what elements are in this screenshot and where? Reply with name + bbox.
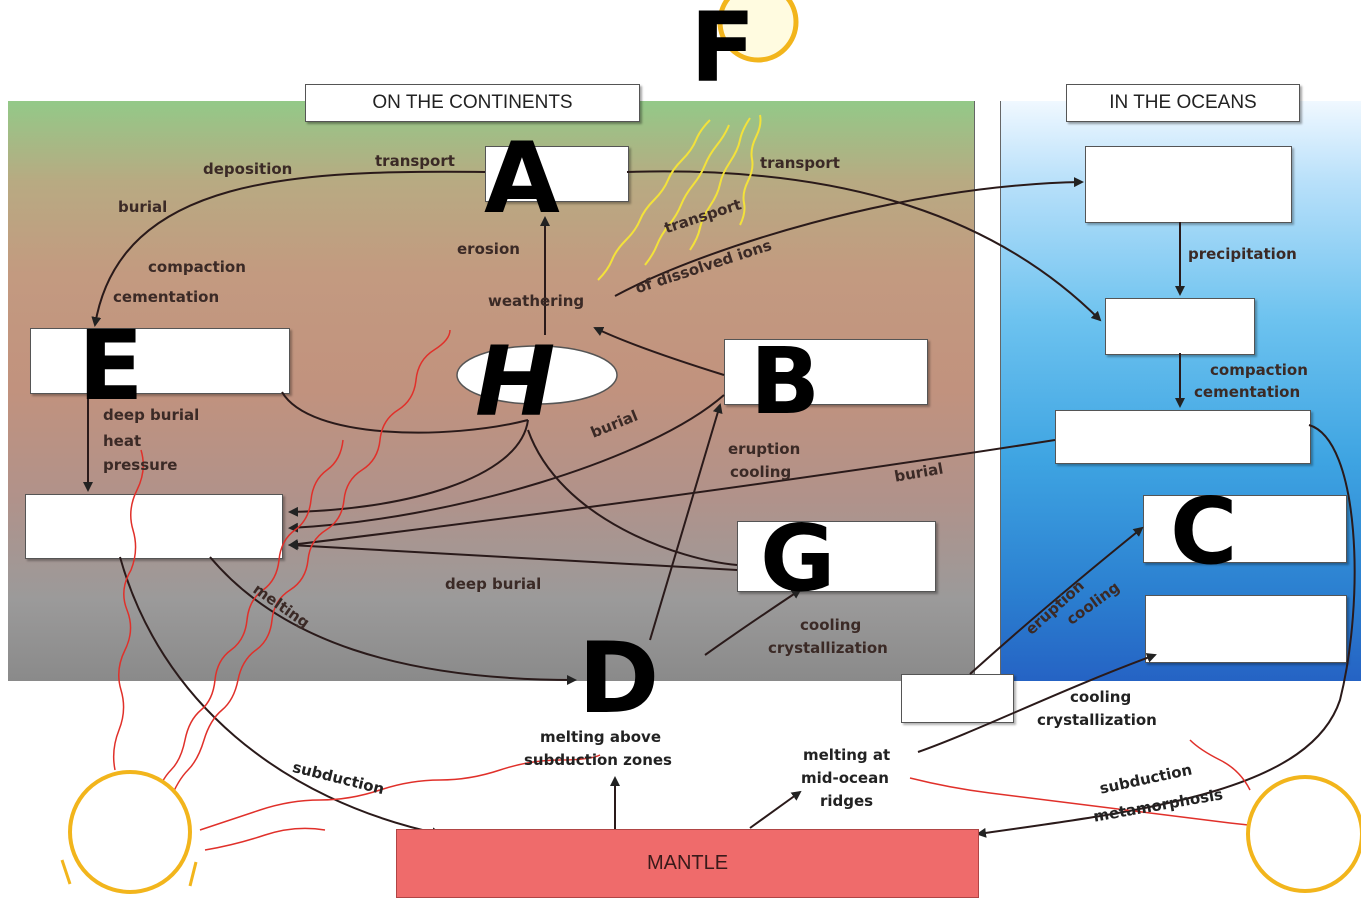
heat-line bbox=[1189, 739, 1251, 791]
arrow-transport-ocean bbox=[626, 170, 1102, 322]
label-ocean-cryst-1: cooling bbox=[1070, 688, 1132, 706]
arrow-g-deep-burial bbox=[288, 540, 738, 571]
label-cementation: cementation bbox=[113, 288, 220, 306]
label-melt-subduct-1: melting above bbox=[540, 728, 662, 746]
letter-g: G bbox=[760, 505, 836, 612]
label-burial-top: burial bbox=[118, 198, 168, 216]
arrow-ridge-basalt bbox=[969, 526, 1144, 675]
label-deposition: deposition bbox=[203, 160, 293, 178]
label-weathering: weathering bbox=[488, 292, 585, 310]
label-deep-burial: deep burial bbox=[103, 406, 200, 424]
heat-source-left-icon bbox=[68, 770, 192, 894]
label-pressure: pressure bbox=[103, 456, 178, 474]
letter-f: F bbox=[690, 0, 756, 104]
arrow-b-weathering bbox=[593, 326, 725, 376]
heat-line bbox=[204, 827, 326, 851]
arrow-cooling-crystallization bbox=[704, 588, 802, 656]
arrow-melting bbox=[209, 556, 577, 685]
letter-c: C bbox=[1170, 478, 1238, 585]
label-melt-ridge-3: ridges bbox=[820, 792, 874, 810]
label-melt-subduct-2: subduction zones bbox=[524, 751, 672, 769]
sun-ray-left bbox=[60, 859, 72, 885]
box-sedimentary-rock bbox=[30, 328, 290, 394]
sun-ray bbox=[689, 117, 751, 251]
arrow-h-metamorphic bbox=[288, 419, 529, 517]
box-metamorphic-rock bbox=[25, 494, 283, 559]
label-eruption: eruption bbox=[728, 440, 801, 458]
label-precipitation: precipitation bbox=[1188, 245, 1297, 263]
label-melt-ridge-1: melting at bbox=[803, 746, 891, 764]
box-ocean-rock bbox=[1055, 410, 1311, 464]
mantle-box: MANTLE bbox=[396, 829, 979, 898]
label-erosion: erosion bbox=[457, 240, 520, 258]
sun-icon bbox=[717, 0, 799, 63]
label-melt-ridge-2: mid-ocean bbox=[801, 769, 889, 787]
label-ocean-cryst-2: crystallization bbox=[1037, 711, 1157, 729]
letter-a: A bbox=[484, 122, 560, 236]
heat-source-right-icon bbox=[1246, 775, 1361, 893]
sun-ray bbox=[644, 124, 730, 266]
continents-header: ON THE CONTINENTS bbox=[305, 84, 640, 122]
oval-shape bbox=[456, 345, 618, 405]
heat-line bbox=[909, 777, 1311, 829]
box-ocean-gabbro bbox=[1145, 595, 1347, 663]
sun-ray bbox=[597, 119, 711, 281]
letter-h: H bbox=[475, 326, 556, 438]
sun-ray bbox=[739, 114, 762, 226]
arrow-ocean-burial bbox=[288, 439, 1056, 550]
label-compaction: compaction bbox=[148, 258, 246, 276]
label-ocean-compaction: compaction bbox=[1210, 361, 1308, 379]
arrow-dissolved-ions bbox=[614, 177, 1084, 297]
box-volcanic-rock bbox=[724, 339, 928, 405]
letter-b: B bbox=[750, 328, 821, 435]
sun-ray-left bbox=[188, 861, 198, 887]
label-cooling-cryst-1: cooling bbox=[800, 616, 862, 634]
heat-line bbox=[199, 754, 601, 831]
label-ocean-cementation: cementation bbox=[1194, 383, 1301, 401]
box-ocean-ions bbox=[1085, 146, 1292, 223]
heat-line bbox=[112, 449, 144, 771]
box-sediment bbox=[485, 146, 629, 202]
arrow-subduction-left bbox=[119, 556, 442, 838]
arrow-mantle-ridge bbox=[749, 790, 802, 829]
box-magma-ridge bbox=[901, 674, 1014, 723]
heat-line bbox=[154, 439, 344, 801]
arrow-deposition bbox=[91, 170, 486, 327]
arrow-h-g bbox=[527, 429, 738, 566]
oceans-header: IN THE OCEANS bbox=[1066, 84, 1300, 122]
arrow-ridge-gabbro bbox=[917, 653, 1157, 753]
arrow-subduction-right bbox=[976, 424, 1356, 838]
arrow-e-h bbox=[281, 391, 529, 434]
letter-e: E bbox=[78, 310, 144, 422]
label-transport-left: transport bbox=[375, 152, 455, 170]
label-heat: heat bbox=[103, 432, 142, 450]
label-deep-burial-bottom: deep burial bbox=[445, 575, 542, 593]
box-plutonic-rock bbox=[737, 521, 936, 592]
letter-d: D bbox=[578, 622, 660, 736]
box-ocean-sediment bbox=[1105, 298, 1255, 355]
label-cooling: cooling bbox=[730, 463, 792, 481]
label-cooling-cryst-2: crystallization bbox=[768, 639, 888, 657]
arrow-b-burial bbox=[288, 394, 725, 533]
arrow-eruption bbox=[649, 403, 723, 641]
heat-line bbox=[169, 329, 451, 801]
label-transport-right: transport bbox=[760, 154, 840, 172]
